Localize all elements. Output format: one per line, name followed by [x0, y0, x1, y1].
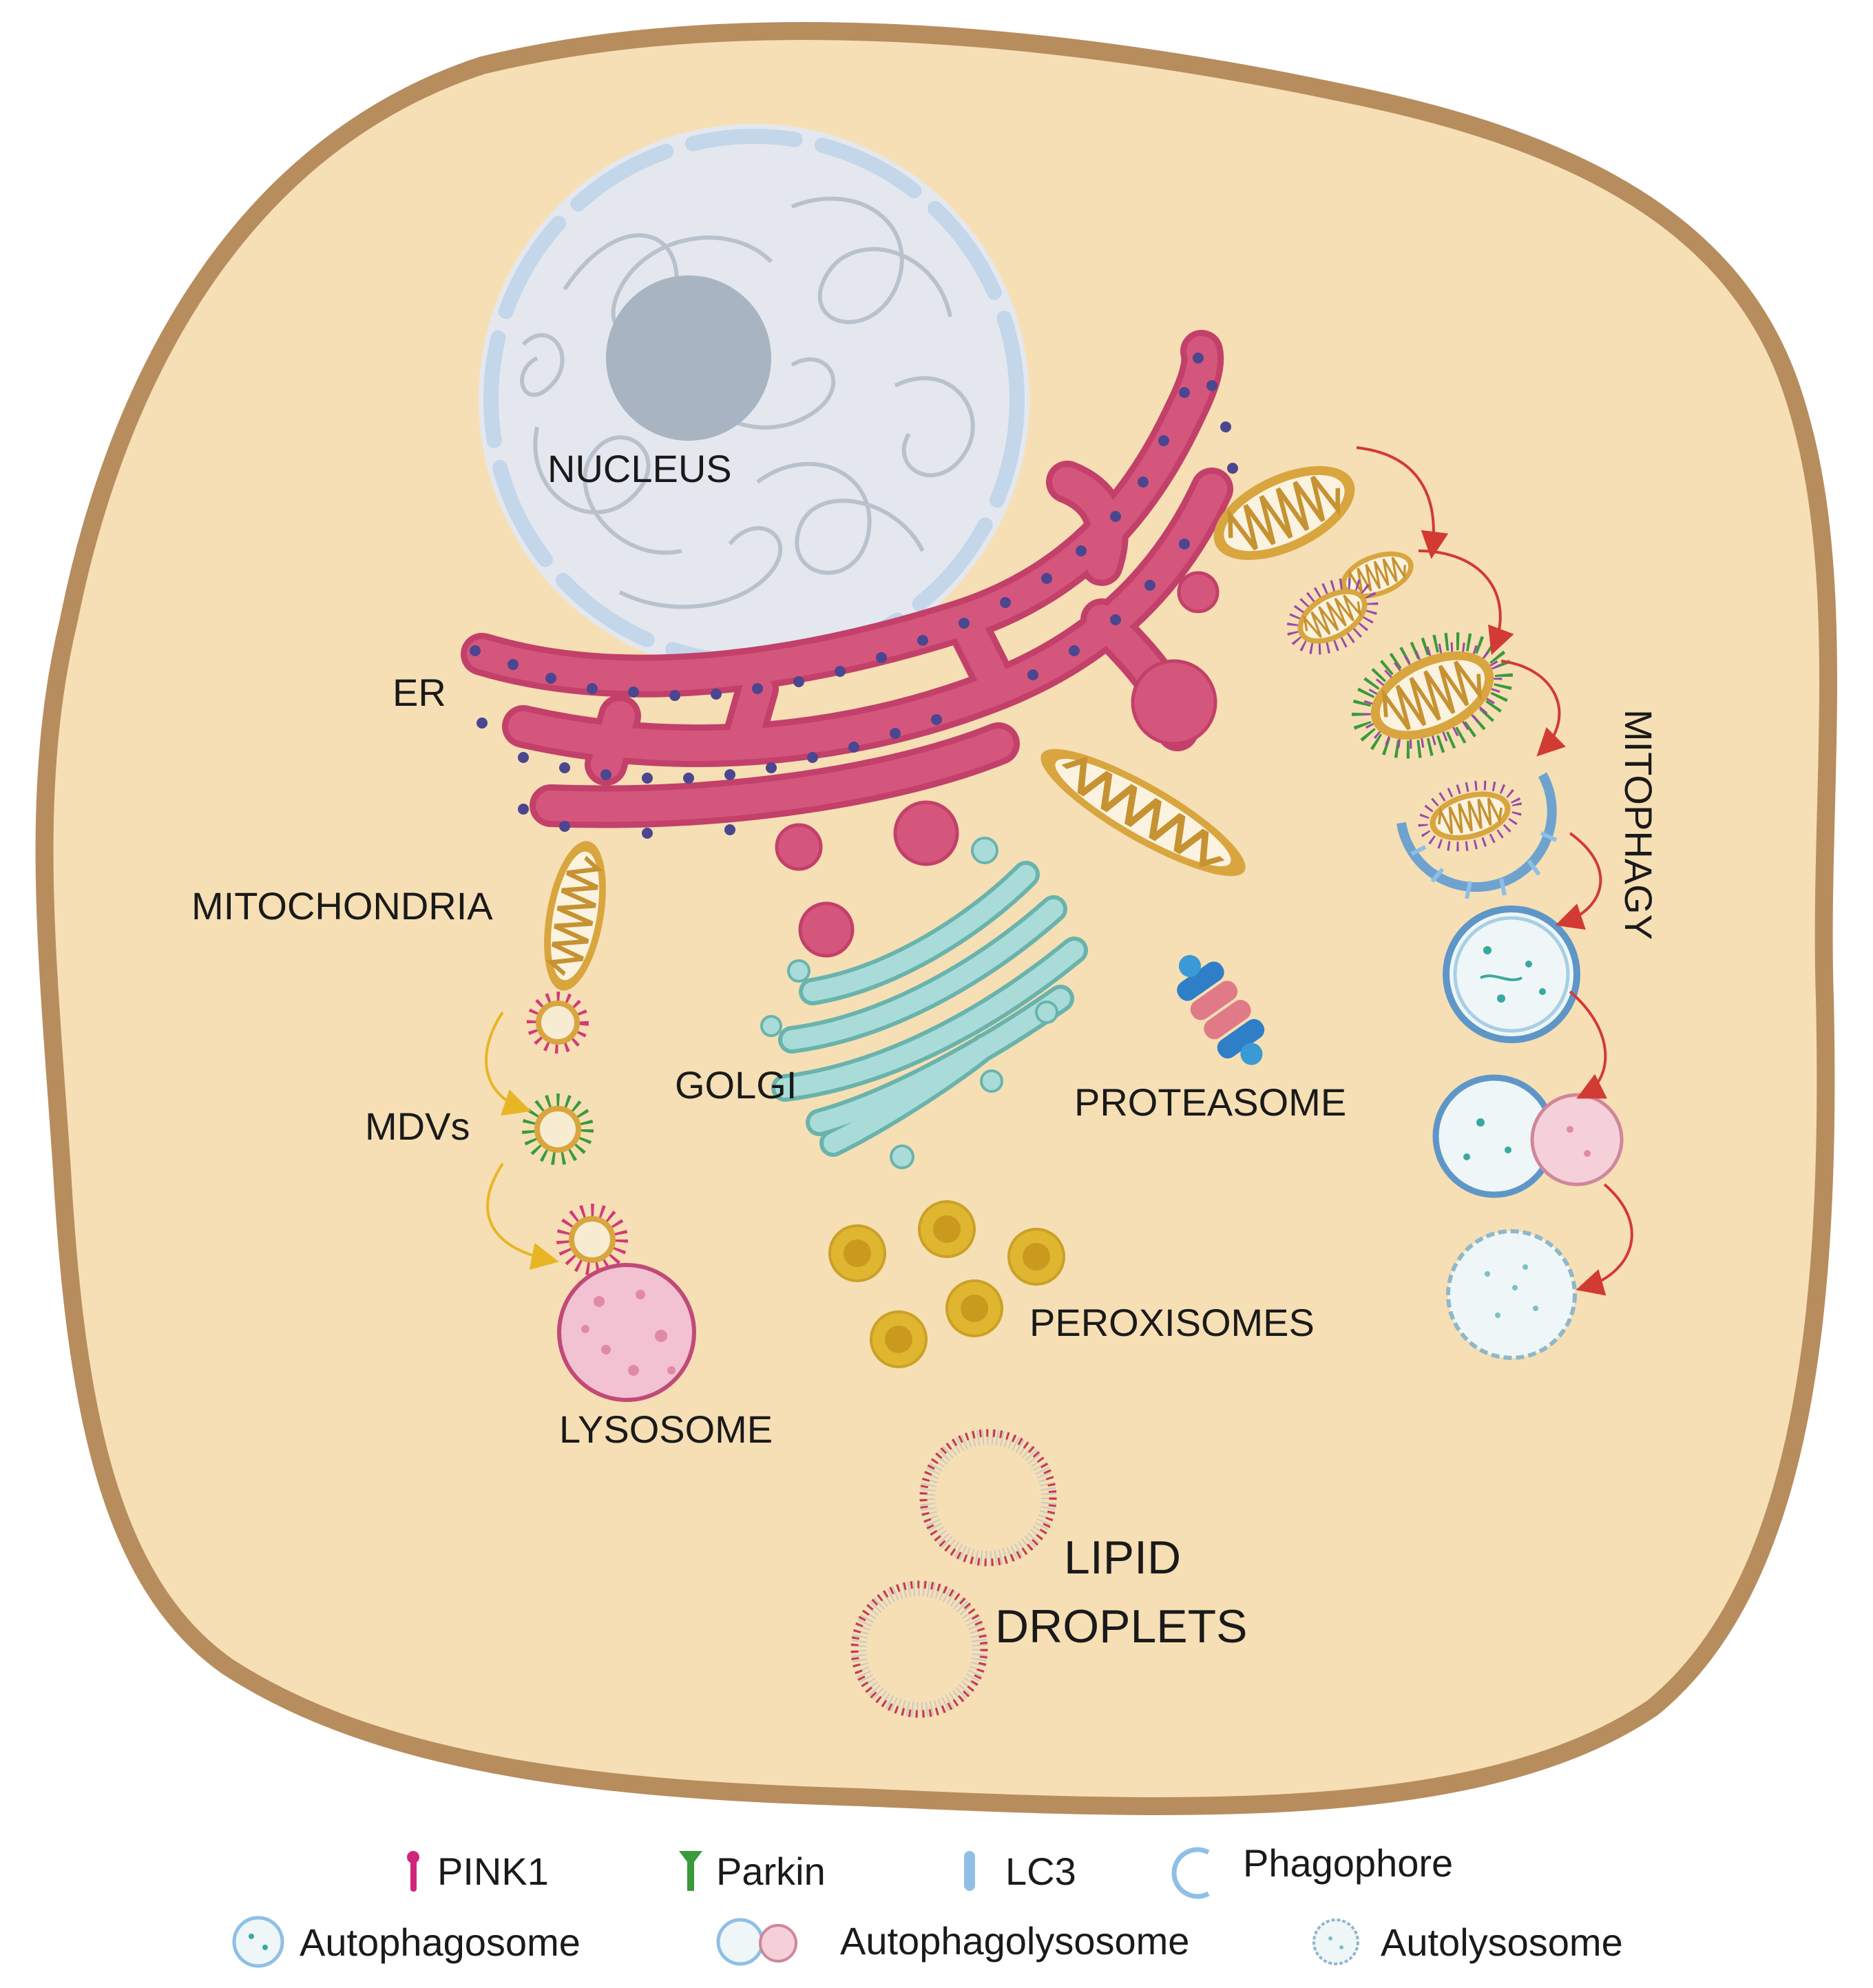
legend-pink1-label: PINK1 [437, 1850, 549, 1893]
label-er: ER [393, 671, 446, 714]
mitophagy-arrows [1356, 446, 1633, 1296]
legend-autophagolysosome: Autophagolysosome [716, 1918, 1189, 1966]
phagophore-icon [1171, 1847, 1210, 1899]
mitophagy-mito-3 [1286, 576, 1379, 656]
mitophagy-autophagosome [1443, 906, 1580, 1043]
label-lipid: LIPID [1064, 1531, 1181, 1584]
label-droplets: DROPLETS [995, 1600, 1248, 1653]
er-vesicles [775, 571, 1220, 958]
mdv-arrow-1 [485, 1011, 532, 1116]
lysosome [557, 1263, 696, 1402]
lipid-droplet-2 [850, 1580, 988, 1718]
parkin-icon [679, 1851, 702, 1891]
label-proteasome: PROTEASOME [1074, 1080, 1346, 1124]
legend-autophagolysosome-label: Autophagolysosome [840, 1919, 1189, 1963]
legend-autolysosome: Autolysosome [1312, 1918, 1623, 1965]
proteasome [1177, 954, 1265, 1065]
mitophagy-autophagolysosome [1432, 1074, 1624, 1198]
mdv-arrow-2 [486, 1162, 559, 1270]
legend-lc3: LC3 [964, 1850, 1076, 1893]
nucleus [479, 124, 1029, 675]
label-lysosome: LYSOSOME [559, 1408, 773, 1451]
legend-lc3-label: LC3 [1005, 1850, 1076, 1893]
autophagosome-icon [232, 1916, 284, 1968]
mitophagy-mito-4 [1352, 620, 1513, 771]
ribosomes [470, 353, 1238, 839]
legend-phagophore-label: Phagophore [1243, 1841, 1453, 1885]
label-mitophagy: MITOPHAGY [1617, 709, 1660, 940]
label-peroxisomes: PEROXISOMES [1029, 1301, 1315, 1344]
autophagolysosome-icon [716, 1918, 797, 1966]
legend-autophagosome-label: Autophagosome [300, 1921, 580, 1964]
pink1-icon [407, 1851, 419, 1892]
nucleolus [606, 275, 771, 441]
label-mitochondria: MITOCHONDRIA [191, 884, 493, 928]
mitophagy-phagophore [1396, 772, 1558, 899]
golgi [760, 837, 1088, 1169]
legend-parkin: Parkin [679, 1850, 826, 1893]
mdv-2 [522, 1094, 594, 1165]
legend: PINK1 Parkin LC3 Phagophore Autophagosom… [232, 1841, 1623, 1968]
legend-autolysosome-label: Autolysosome [1381, 1921, 1623, 1964]
lipid-droplet-1 [919, 1429, 1057, 1567]
lc3-icon [964, 1851, 975, 1891]
autolysosome-icon [1312, 1918, 1359, 1965]
label-nucleus: NUCLEUS [547, 447, 732, 490]
label-mdvs: MDVs [365, 1105, 470, 1148]
legend-phagophore: Phagophore [1171, 1841, 1453, 1899]
mdv-3 [556, 1204, 628, 1275]
legend-pink1: PINK1 [407, 1850, 549, 1893]
legend-autophagosome: Autophagosome [232, 1916, 580, 1968]
legend-parkin-label: Parkin [716, 1850, 826, 1893]
label-golgi: GOLGI [675, 1063, 797, 1107]
mdv-1 [527, 992, 589, 1054]
peroxisomes [828, 1200, 1065, 1368]
endoplasmic-reticulum [461, 330, 1233, 828]
mitophagy-autolysosome [1446, 1229, 1577, 1360]
